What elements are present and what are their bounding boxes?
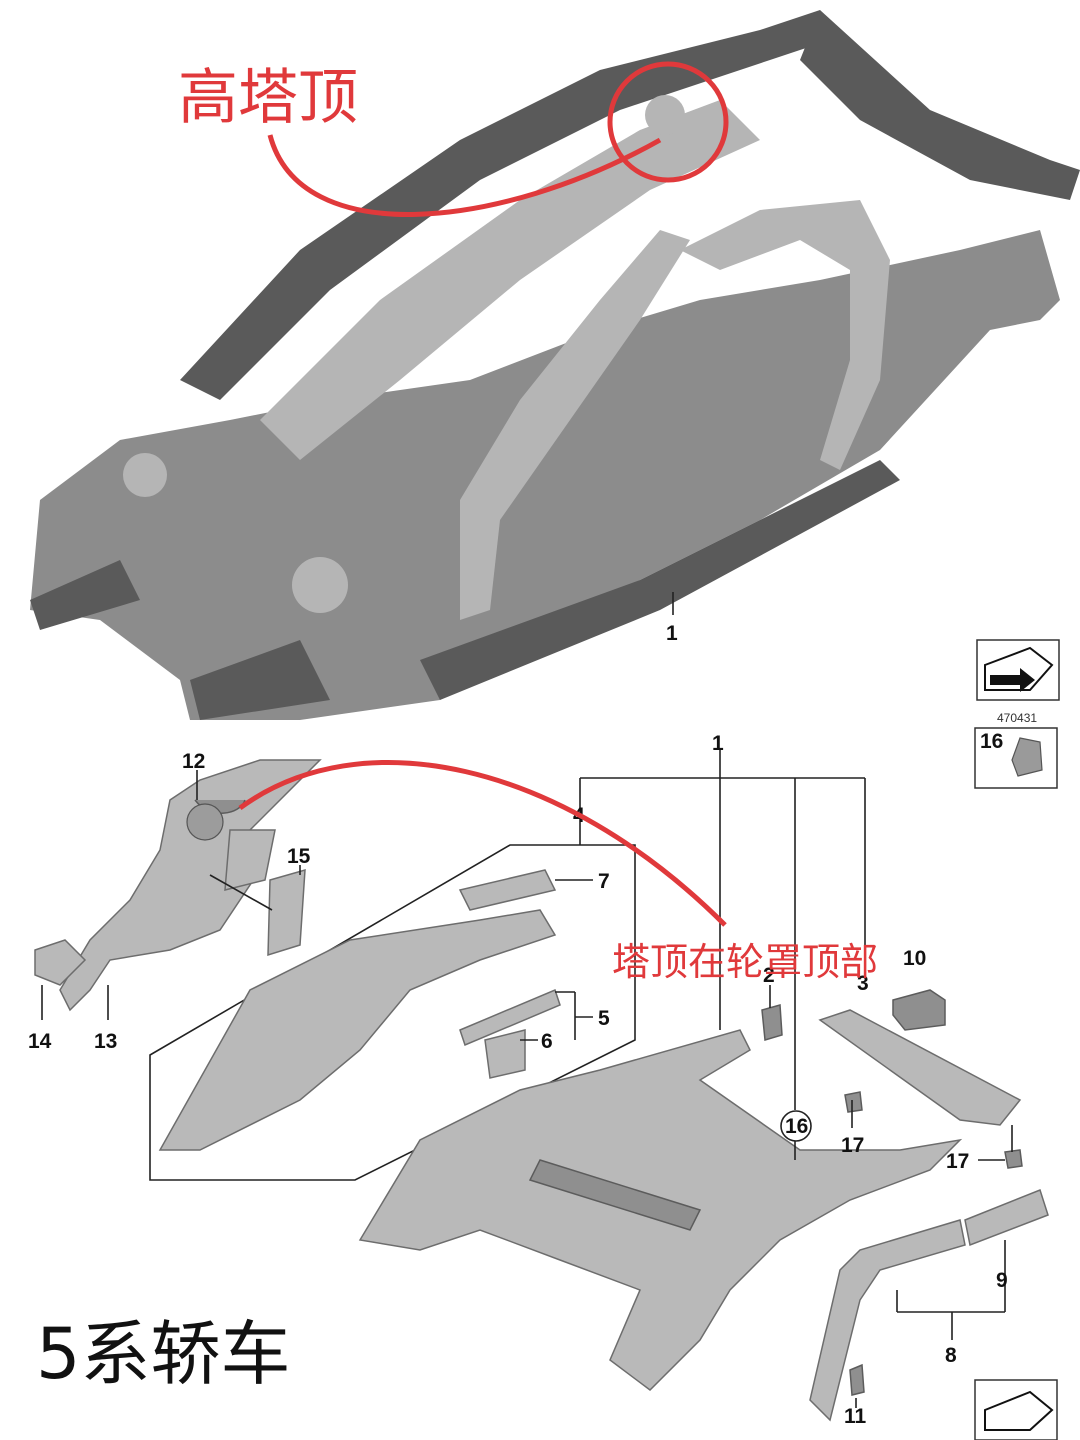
part-1-underbody: [358, 1029, 963, 1391]
callout-9: 9: [996, 1269, 1008, 1292]
callout-5: 5: [598, 1007, 610, 1030]
callout-17-a: 17: [841, 1134, 864, 1157]
callout-16-circled: 16: [780, 1110, 812, 1142]
assembly-4-box: [149, 844, 636, 1181]
part-17-b: [1004, 1149, 1023, 1169]
callout-14: 14: [28, 1030, 52, 1053]
legend-item-16-label: 16: [980, 730, 1003, 753]
highlight-circle: [607, 61, 729, 183]
leader-lines: [41, 750, 1013, 1408]
part-8: [809, 1219, 966, 1422]
callout-3: 3: [857, 972, 869, 995]
part-3: [818, 1009, 1022, 1126]
annotation-high-tower: 高塔顶: [178, 61, 729, 217]
callout-7: 7: [598, 870, 610, 893]
callout-1-bottom: 1: [712, 732, 724, 755]
callout-15: 15: [287, 845, 311, 868]
part-11: [849, 1363, 865, 1396]
part-assembly-rail: [158, 869, 561, 1151]
annotation-arrow-middle: [238, 760, 727, 927]
part-5: [459, 988, 561, 1047]
part-10: [892, 989, 946, 1031]
part-9: [964, 1189, 1049, 1247]
callout-11: 11: [844, 1405, 867, 1428]
callout-10: 10: [903, 947, 926, 970]
legend-arrow-icon: [976, 639, 1060, 701]
callout-6: 6: [541, 1030, 553, 1053]
part-7: [458, 869, 557, 911]
part-15: [267, 868, 306, 957]
callout-13: 13: [94, 1030, 117, 1053]
part-6: [484, 1029, 526, 1079]
callout-1-top: 1: [666, 622, 678, 645]
drawing-ref-number: 470431: [997, 711, 1037, 725]
part-14: [34, 939, 87, 986]
callout-17-b: 17: [946, 1150, 969, 1173]
legend-item-16: 16: [974, 727, 1058, 789]
svg-text:16: 16: [785, 1115, 808, 1138]
annotation-arrow-top: [267, 134, 662, 217]
annotation-tower-on-wheelhouse: 塔顶在轮罩顶部: [238, 760, 878, 984]
callout-12: 12: [182, 750, 205, 773]
callout-2: 2: [763, 964, 775, 987]
part-2: [761, 1004, 783, 1041]
annotation-tower-on-wheelhouse-label: 塔顶在轮罩顶部: [612, 940, 878, 984]
part-17-a: [844, 1091, 863, 1113]
legend-arrow-icon-bottom: [974, 1379, 1058, 1440]
callout-8: 8: [945, 1344, 957, 1367]
car-body-in-white: [30, 10, 1080, 720]
annotation-high-tower-label: 高塔顶: [178, 63, 358, 133]
part-12-13-wheelhouse: [59, 759, 322, 1012]
bottom-caption: 5系轿车: [36, 1313, 291, 1395]
